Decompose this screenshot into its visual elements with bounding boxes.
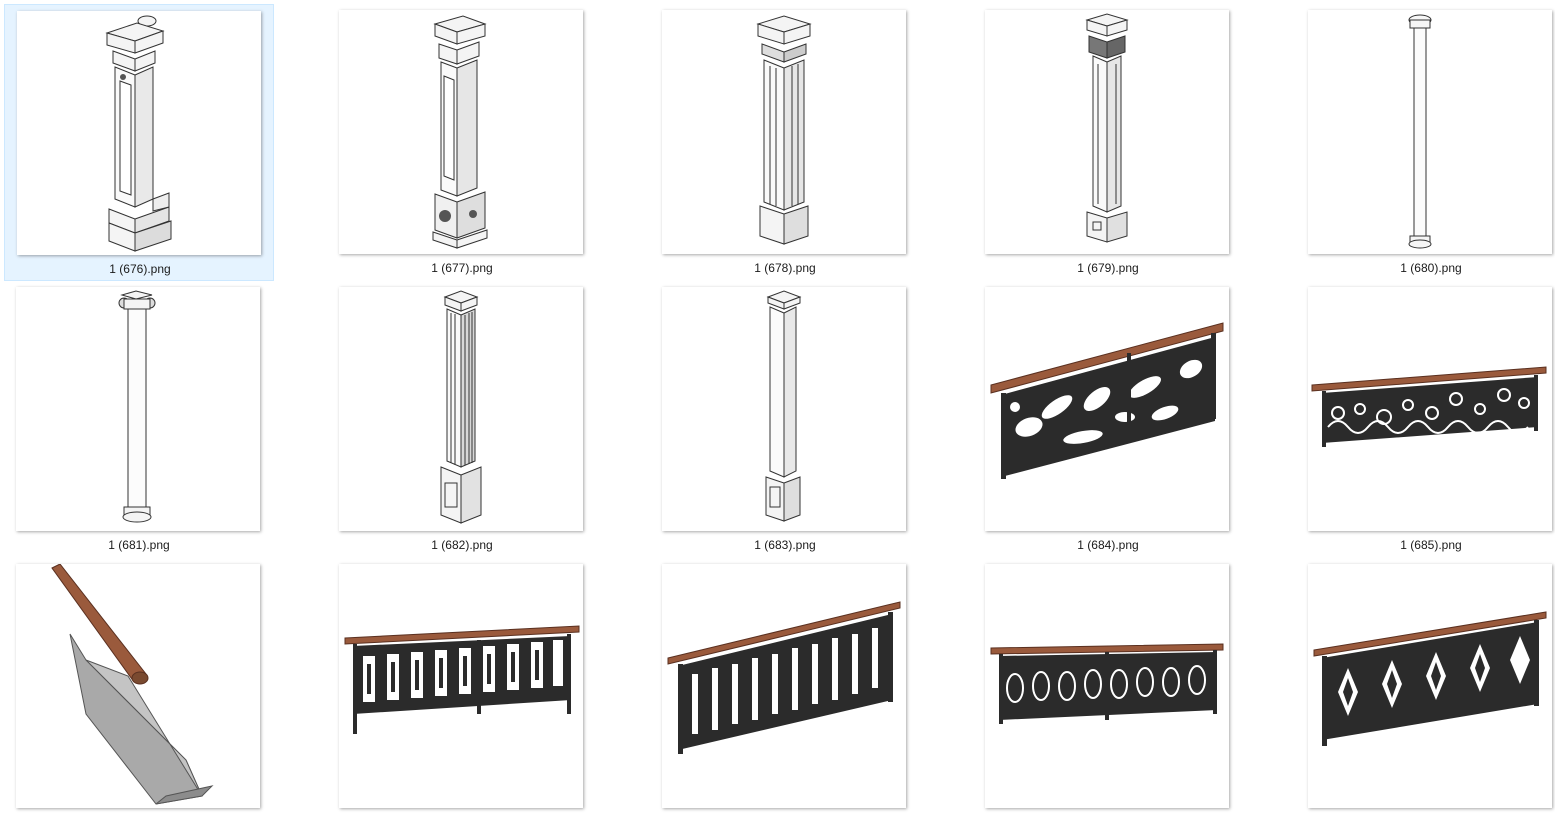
stone-handrail-section-icon [51, 564, 214, 805]
file-tile[interactable]: 1 (684).png [973, 281, 1243, 558]
file-tile[interactable]: 1 (676).png [4, 4, 274, 281]
file-tile[interactable]: 1 (681).png [4, 281, 274, 558]
file-name: 1 (679).png [1077, 261, 1139, 275]
slender-column-ornate-capital-icon [1085, 13, 1129, 243]
pedestal-column-carved-base-icon [432, 15, 488, 249]
file-tile[interactable]: 1 (677).png [327, 4, 597, 281]
file-name: 1 (677).png [431, 261, 493, 275]
plain-square-post-icon [765, 290, 802, 522]
file-name: 1 (681).png [108, 538, 170, 552]
file-thumbnail [985, 287, 1229, 531]
file-name: 1 (683).png [754, 538, 816, 552]
scroll-pattern-railing-icon [1311, 366, 1547, 447]
file-tile[interactable]: 1 (683).png [650, 281, 920, 558]
file-tile[interactable] [650, 558, 920, 835]
round-column-plain-icon [1408, 14, 1432, 249]
pedestal-column-ornate-icon [105, 15, 172, 252]
file-tile[interactable] [1296, 558, 1555, 835]
file-thumbnail [985, 564, 1229, 808]
file-thumbnail [339, 287, 583, 531]
file-thumbnail [662, 10, 906, 254]
file-tile[interactable]: 1 (685).png [1296, 281, 1555, 558]
file-grid: 1 (676).png [4, 4, 1555, 805]
file-tile[interactable] [4, 558, 274, 835]
medallion-railing-icon [990, 643, 1224, 724]
file-thumbnail [339, 10, 583, 254]
fluted-pilaster-column-icon [440, 290, 482, 524]
art-deco-railing-icon [344, 625, 580, 734]
file-tile[interactable] [327, 558, 597, 835]
organic-railing-icon [990, 322, 1224, 479]
file-thumbnail [985, 10, 1229, 254]
file-tile[interactable] [973, 558, 1243, 835]
file-thumbnail [339, 564, 583, 808]
file-name: 1 (676).png [109, 262, 171, 276]
file-thumbnail [1308, 564, 1552, 808]
file-thumbnail [17, 11, 261, 255]
file-thumbnail [1308, 287, 1552, 531]
file-name: 1 (682).png [431, 538, 493, 552]
file-tile[interactable]: 1 (678).png [650, 4, 920, 281]
fleur-de-lis-railing-icon [667, 601, 901, 754]
file-tile[interactable]: 1 (679).png [973, 4, 1243, 281]
file-name: 1 (684).png [1077, 538, 1139, 552]
file-name: 1 (680).png [1400, 261, 1462, 275]
file-thumbnail [16, 564, 260, 808]
file-thumbnail [16, 287, 260, 531]
file-tile[interactable]: 1 (680).png [1296, 4, 1555, 281]
file-thumbnail [662, 564, 906, 808]
file-name: 1 (685).png [1400, 538, 1462, 552]
ionic-column-icon [118, 290, 156, 523]
file-tile[interactable]: 1 (682).png [327, 281, 597, 558]
file-name: 1 (678).png [754, 261, 816, 275]
diamond-pattern-railing-icon [1313, 611, 1547, 746]
square-column-fluted-icon [756, 15, 812, 245]
file-thumbnail [1308, 10, 1552, 254]
file-thumbnail [662, 287, 906, 531]
